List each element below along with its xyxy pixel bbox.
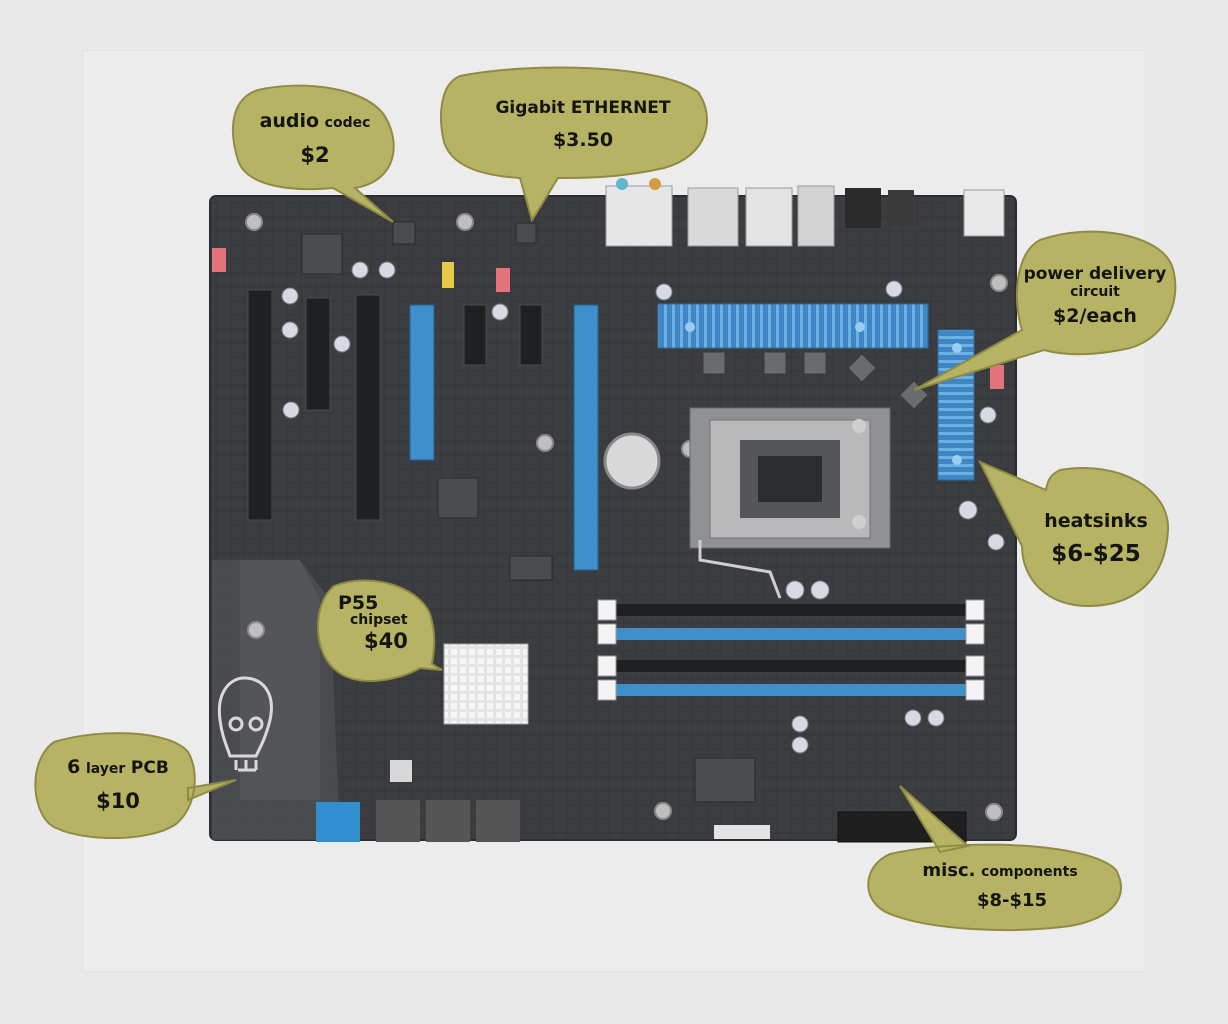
bubble-misc — [867, 785, 1122, 931]
ethernet-price: $3.50 — [552, 129, 614, 151]
pcb-main: PCB — [130, 758, 169, 778]
skull-logo-icon — [217, 676, 273, 772]
heatsinks-main: heatsinks — [1044, 510, 1148, 532]
callout-heatsinks: heatsinks $6-$25 — [1036, 512, 1156, 566]
bubble-ethernet — [440, 66, 708, 223]
callout-power: power delivery circuit $2/each — [1020, 266, 1170, 326]
power-sub: circuit — [1070, 284, 1120, 300]
chipset-price: $40 — [364, 629, 408, 653]
bubble-chipset — [317, 579, 443, 682]
misc-price: $8-$15 — [976, 890, 1048, 911]
pcb-sub: layer — [85, 761, 126, 777]
audio-main: audio — [259, 110, 320, 132]
chipset-sub: chipset — [350, 612, 408, 628]
bubble-pcb — [34, 732, 237, 839]
rear-io-ports — [605, 178, 1005, 247]
callout-audio: audio codec $2 — [240, 112, 390, 166]
pcb-price: $10 — [96, 789, 140, 813]
power-main: power delivery — [1023, 264, 1167, 284]
ethernet-main: Gigabit ETHERNET — [495, 98, 671, 118]
bubble-heatsinks — [977, 460, 1170, 608]
bubble-power — [913, 230, 1177, 391]
heatsinks-price: $6-$25 — [1051, 541, 1141, 567]
mounting-holes — [245, 213, 1008, 821]
cmos-battery-icon — [603, 432, 661, 490]
audio-sub: codec — [324, 115, 371, 131]
chipset-main: P55 — [338, 592, 379, 614]
misc-sub: components — [981, 864, 1078, 880]
callout-misc: misc. components $8-$15 — [900, 862, 1100, 910]
callout-pcb: 6 layer PCB $10 — [48, 758, 188, 812]
power-price: $2/each — [1053, 305, 1137, 327]
chipset-heatsink — [443, 643, 529, 725]
dimm-slots — [597, 599, 985, 701]
callout-ethernet: Gigabit ETHERNET $3.50 — [478, 100, 688, 150]
vrm-heatsinks — [657, 303, 975, 481]
callout-bubbles — [34, 66, 1177, 931]
callout-chipset: P55 chipset $40 — [328, 594, 418, 652]
pcie-slots — [247, 289, 599, 571]
cpu-socket-icon — [689, 407, 891, 599]
misc-main: misc. — [922, 860, 976, 881]
audio-price: $2 — [300, 143, 330, 167]
bubble-audio — [231, 84, 395, 223]
pcb-num: 6 — [67, 756, 81, 778]
